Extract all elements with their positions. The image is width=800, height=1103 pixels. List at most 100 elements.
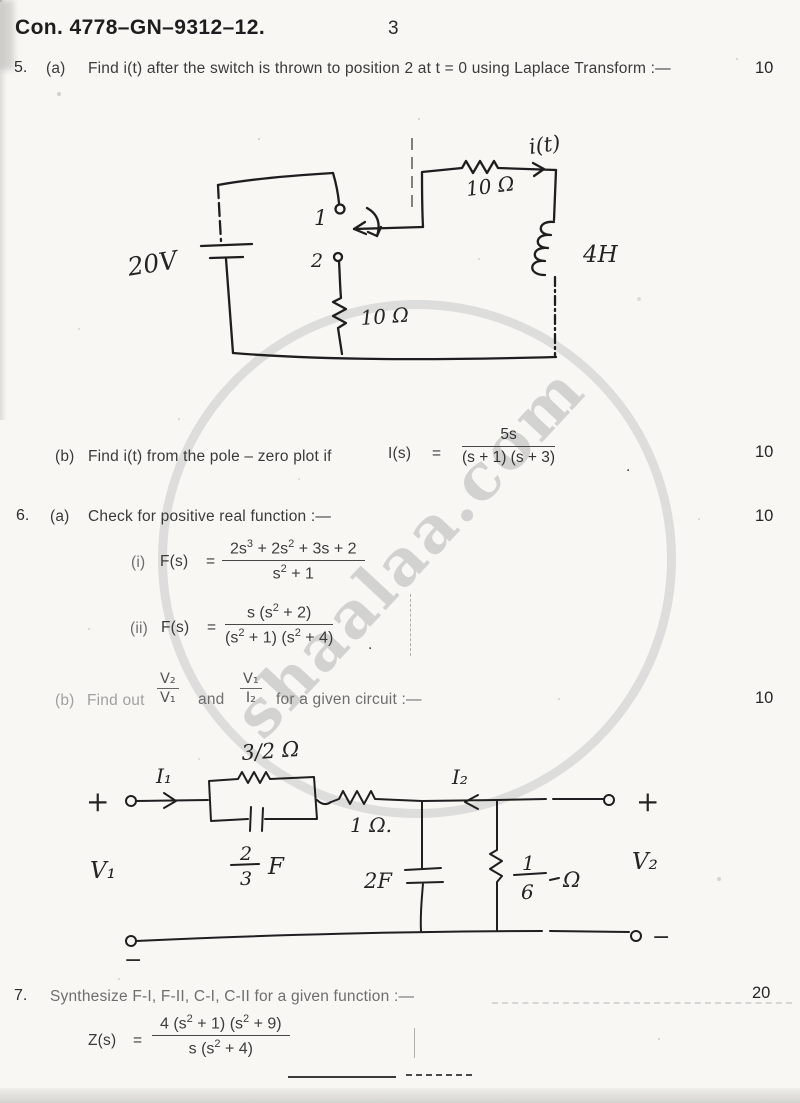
- wire: [224, 257, 235, 355]
- q6a-ii-denominator: (s2 + 1) (s2 + 4): [225, 627, 334, 647]
- q6b-fraction2-denominator: I₂: [245, 690, 256, 706]
- shunt-resistor-numerator: 1: [522, 851, 535, 875]
- i1-label: I₁: [155, 764, 172, 788]
- q6a-i-denominator: s2 + 1: [272, 563, 314, 583]
- q6a-part: (a): [50, 508, 70, 525]
- wire: [552, 168, 558, 222]
- q5-number: 5.: [14, 59, 28, 76]
- i2-current-arrow: [464, 794, 479, 810]
- q6b-fraction1: V₂ V₁: [157, 671, 179, 706]
- circuit1-diagram: 20V 1 2 10 Ω 10 Ω i(t) 4H: [125, 131, 619, 361]
- q6a-ii-label: (ii): [130, 620, 149, 637]
- plus-terminal-left: +: [86, 785, 109, 818]
- q5b-fraction-denominator: (s + 1) (s + 3): [462, 449, 556, 466]
- q6b-marks: 10: [755, 689, 774, 707]
- terminal-bottom-left: [125, 935, 137, 947]
- scan-artifact-dashes: [492, 1002, 792, 1004]
- q5b-text: Find i(t) from the pole – zero plot if: [88, 448, 332, 465]
- q7-z-lhs: Z(s): [88, 1032, 117, 1049]
- circuit2-diagram: + I₁ 3/2 Ω 2 3 F 1 Ω. 2F I₂ 1 6 Ω + V₂ V…: [86, 737, 670, 973]
- parallel-resistor-label: 3/2 Ω: [241, 737, 300, 765]
- minus-terminal-left: −: [124, 948, 142, 973]
- q5b-period: .: [626, 458, 631, 475]
- switch-arm-arrowhead: [352, 220, 368, 236]
- switch-position-1-label: 1: [314, 206, 327, 230]
- end-divider-dashes: [406, 1074, 472, 1076]
- q6a-marks: 10: [755, 507, 774, 525]
- dash-mark: [549, 877, 560, 881]
- q7-z-equals: =: [133, 1032, 143, 1049]
- shunt-capacitor: [404, 800, 444, 932]
- q5a-part: (a): [46, 60, 66, 77]
- wire: [231, 351, 558, 361]
- end-divider-line: [288, 1076, 396, 1078]
- watermark-circle: [158, 300, 676, 818]
- q5a-marks: 10: [755, 59, 774, 77]
- terminal-top-right: [603, 794, 615, 806]
- q6b-part: (b): [55, 692, 75, 709]
- top-resistor-branch: [420, 159, 558, 229]
- q7-z-denominator: s (s2 + 4): [188, 1038, 253, 1058]
- inductor-coil: [531, 220, 556, 277]
- minus-terminal-right: −: [652, 925, 670, 950]
- plus-terminal-right: +: [636, 785, 659, 818]
- wire: [216, 183, 223, 243]
- q6a-ii-numerator: s (s2 + 2): [225, 602, 334, 626]
- wire: [331, 171, 341, 205]
- parallel-cap-unit: F: [267, 854, 285, 880]
- i2-label: I₂: [451, 765, 468, 789]
- parallel-rc-network: [208, 771, 318, 832]
- wire: [135, 930, 630, 942]
- v2-label: V₂: [632, 849, 658, 875]
- q6b-tail-text: for a given circuit :—: [276, 691, 422, 708]
- switch-contact-2: [332, 251, 344, 263]
- inductor-label: 4H: [582, 242, 619, 268]
- shunt-resistor: [331, 259, 348, 356]
- wire: [135, 799, 209, 802]
- q5b-part: (b): [55, 448, 75, 465]
- switch-contact-1: [334, 203, 346, 215]
- switch-transition-arrowhead: [366, 225, 383, 238]
- q6a-i-equals: =: [206, 553, 216, 570]
- shunt-resistor-denominator: 6: [521, 880, 534, 904]
- switch-position-2-label: 2: [310, 250, 323, 272]
- source-voltage-label: 20V: [125, 245, 183, 282]
- q6a-i-label: (i): [131, 554, 146, 571]
- corner-smudge: [0, 0, 14, 70]
- q6b-fraction1-denominator: V₁: [160, 690, 176, 706]
- shunt-resistor: [489, 799, 503, 932]
- q6-number: 6.: [16, 507, 30, 524]
- q7-z-numerator: 4 (s2 + 1) (s2 + 9): [152, 1013, 290, 1037]
- paper-crease-line: [414, 1028, 415, 1058]
- q5b-marks: 10: [755, 443, 774, 461]
- q5b-fraction: 5s (s + 1) (s + 3): [462, 426, 556, 467]
- series-resistor-label: 1 Ω.: [350, 813, 392, 837]
- q6b-fraction1-numerator: V₂: [157, 671, 179, 689]
- parallel-cap-fraction-bar: [230, 863, 260, 866]
- switch-arm: [352, 225, 425, 231]
- battery-long-plate: [199, 242, 254, 248]
- q6a-ii-lhs: F(s): [161, 619, 190, 636]
- shunt-resistor-fraction-bar: [513, 872, 547, 876]
- bottom-scan-band: [0, 1088, 800, 1103]
- q7-number: 7.: [14, 987, 28, 1004]
- wire: [216, 171, 335, 187]
- terminal-bottom-right: [630, 930, 642, 942]
- parallel-cap-numerator: 2: [239, 843, 252, 865]
- q5a-text: Find i(t) after the switch is thrown to …: [88, 60, 671, 77]
- noise-speckles: [0, 0, 2, 2]
- q7-text: Synthesize F-I, F-II, C-I, C-II for a gi…: [50, 988, 415, 1005]
- wire: [421, 799, 498, 802]
- current-label: i(t): [527, 131, 562, 159]
- q6b-fraction2-numerator: V₁: [240, 671, 262, 689]
- i1-current-arrow: [163, 792, 177, 809]
- left-edge-smudge: [0, 0, 7, 420]
- terminal-top-left: [125, 795, 137, 807]
- q6b-and-text: and: [198, 691, 225, 708]
- shunt-resistor-unit: Ω: [562, 868, 580, 892]
- q5b-lhs: I(s): [388, 445, 412, 462]
- shunt-resistor-label: 10 Ω: [360, 303, 410, 330]
- q6a-ii-equals: =: [207, 619, 217, 636]
- wire: [496, 798, 605, 801]
